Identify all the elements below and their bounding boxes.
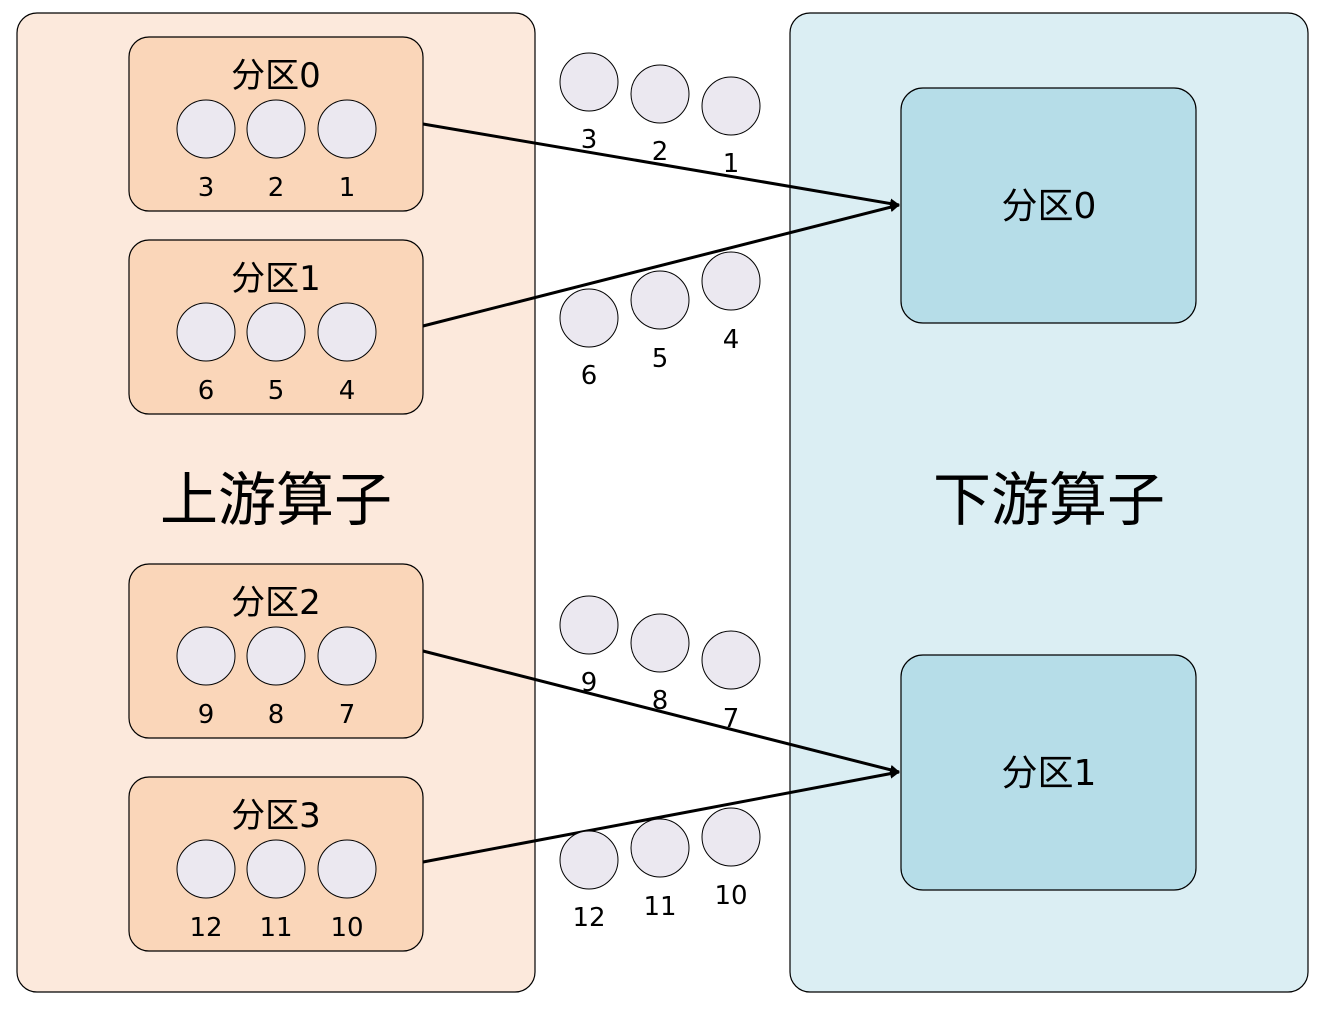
record-circle (317, 302, 377, 362)
record-circle (701, 807, 761, 867)
record-circle (246, 626, 306, 686)
flow-record-group: 6 5 4 (559, 251, 761, 391)
flow-arrow (422, 122, 900, 209)
record-label: 7 (339, 700, 356, 730)
upstream-partition-label: 分区0 (231, 56, 321, 96)
upstream-operator-title: 上游算子 (160, 466, 392, 534)
record-label: 6 (581, 361, 598, 391)
record-circle (630, 270, 690, 330)
record-circle (701, 630, 761, 690)
record-label: 2 (268, 173, 285, 203)
upstream-partition: 分区1 6 5 4 (128, 239, 424, 415)
record-label: 12 (572, 903, 605, 933)
record-circle (246, 302, 306, 362)
record-label: 8 (268, 700, 285, 730)
record-circle (630, 613, 690, 673)
record-circle (559, 830, 619, 890)
record-circle (701, 76, 761, 136)
flow-arrow (422, 649, 900, 775)
upstream-partition: 分区3 12 11 10 (128, 776, 424, 952)
record-circle (559, 595, 619, 655)
record-circle (246, 839, 306, 899)
record-circle (559, 52, 619, 112)
record-label: 6 (198, 376, 215, 406)
record-circle (176, 302, 236, 362)
downstream-partition: 分区1 (900, 654, 1197, 891)
record-circle (317, 99, 377, 159)
flow-record-group: 3 2 1 (559, 52, 761, 179)
record-label: 1 (339, 173, 356, 203)
upstream-partition: 分区0 3 2 1 (128, 36, 424, 212)
record-label: 7 (723, 704, 740, 734)
record-label: 10 (330, 913, 363, 943)
record-label: 5 (652, 344, 669, 374)
record-label: 4 (339, 376, 356, 406)
flow-record-group: 9 8 7 (559, 595, 761, 734)
record-label: 11 (259, 913, 292, 943)
downstream-partition: 分区0 (900, 87, 1197, 324)
record-circle (176, 839, 236, 899)
record-label: 11 (643, 892, 676, 922)
flow-arrow (422, 768, 900, 864)
record-label: 12 (189, 913, 222, 943)
downstream-partition-label: 分区0 (1002, 186, 1097, 227)
record-label: 5 (268, 376, 285, 406)
record-label: 8 (652, 686, 669, 716)
record-circle (630, 64, 690, 124)
record-label: 2 (652, 137, 669, 167)
upstream-partition-label: 分区2 (231, 583, 321, 623)
record-label: 9 (198, 700, 215, 730)
record-circle (559, 288, 619, 348)
record-circle (701, 251, 761, 311)
record-label: 3 (198, 173, 215, 203)
record-label: 1 (723, 149, 740, 179)
upstream-partition: 分区2 9 8 7 (128, 563, 424, 739)
record-circle (630, 818, 690, 878)
flow-arrow (422, 202, 900, 328)
downstream-operator-title: 下游算子 (933, 466, 1165, 534)
upstream-partition-label: 分区1 (231, 259, 321, 299)
record-label: 10 (714, 881, 747, 911)
record-circle (176, 626, 236, 686)
upstream-partition-label: 分区3 (231, 796, 321, 836)
record-circle (317, 839, 377, 899)
record-label: 4 (723, 325, 740, 355)
flow-record-group: 12 11 10 (559, 807, 761, 933)
record-circle (246, 99, 306, 159)
record-label: 9 (581, 668, 598, 698)
record-circle (317, 626, 377, 686)
downstream-partition-label: 分区1 (1002, 753, 1097, 794)
record-circle (176, 99, 236, 159)
record-label: 3 (581, 125, 598, 155)
